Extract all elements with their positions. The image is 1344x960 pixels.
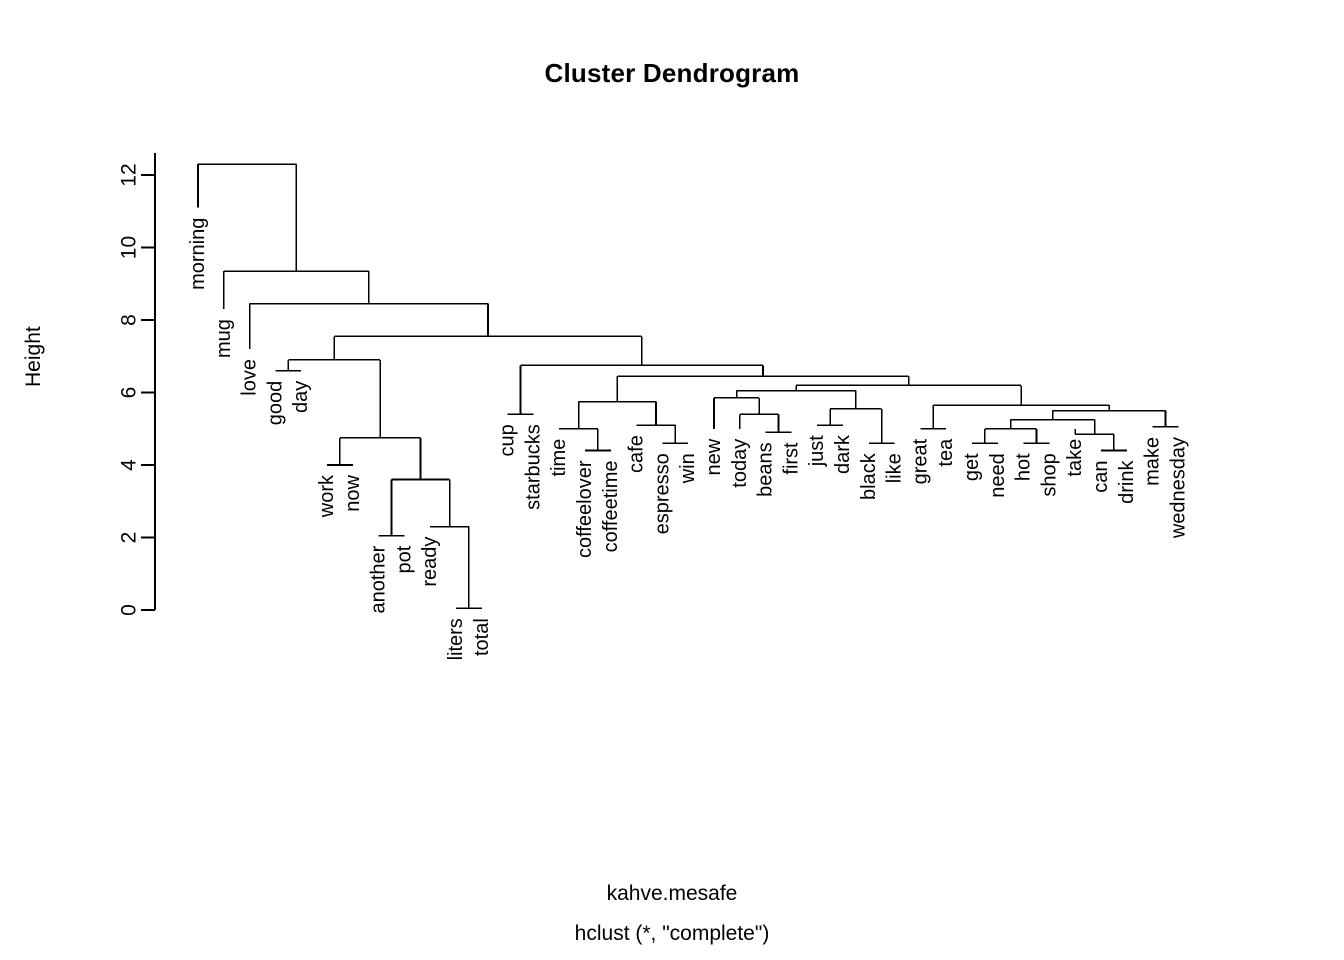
- leaf-label: first: [780, 442, 802, 475]
- dendrogram-tree: [197, 163, 1179, 609]
- y-axis-tick-label: 4: [118, 459, 141, 471]
- y-axis-tick-label: 12: [118, 163, 141, 186]
- leaf-label: new: [703, 438, 725, 475]
- y-axis-tick-label: 0: [118, 604, 141, 616]
- leaf-label: get: [961, 453, 983, 481]
- leaf-label: tea: [935, 438, 957, 467]
- leaf-label: like: [884, 453, 906, 483]
- leaf-label: love: [239, 359, 261, 396]
- leaf-label: just: [806, 435, 828, 468]
- leaf-label: dark: [832, 434, 854, 474]
- leaf-label: shop: [1038, 453, 1060, 496]
- leaf-label: starbucks: [522, 424, 544, 510]
- leaf-label: cup: [497, 424, 519, 456]
- leaf-label: ready: [419, 537, 441, 587]
- leaf-label: win: [677, 453, 699, 484]
- leaf-label: work: [316, 474, 338, 518]
- leaf-label: pot: [393, 545, 415, 573]
- leaf-label: beans: [755, 442, 777, 497]
- leaf-label: black: [858, 452, 880, 500]
- leaf-label: time: [548, 439, 570, 477]
- y-axis-tick-label: 8: [118, 314, 141, 326]
- leaf-label: wednesday: [1167, 437, 1189, 539]
- leaf-label: need: [987, 453, 1009, 498]
- leaf-label: coffeetime: [600, 461, 622, 553]
- leaf-label: can: [1090, 461, 1112, 493]
- leaf-label: today: [729, 439, 751, 488]
- leaf-label: espresso: [651, 453, 673, 534]
- leaf-label: great: [909, 438, 931, 484]
- leaf-label: day: [290, 381, 312, 413]
- leaf-label: take: [1064, 439, 1086, 477]
- y-axis-tick-label: 10: [118, 236, 141, 259]
- footer-dataset-label: kahve.mesafe: [606, 882, 738, 905]
- leaf-label: morning: [187, 218, 209, 290]
- y-axis-tick-label: 2: [118, 532, 141, 544]
- y-axis-tick-label: 6: [118, 387, 141, 399]
- leaf-label: drink: [1116, 460, 1138, 504]
- leaf-label: cafe: [626, 435, 648, 473]
- leaf-label: another: [368, 545, 390, 613]
- leaf-label: liters: [445, 618, 467, 660]
- leaf-label: make: [1142, 437, 1164, 486]
- leaf-label: good: [264, 381, 286, 426]
- leaf-label: mug: [213, 319, 235, 358]
- leaf-label: now: [342, 474, 364, 511]
- leaf-label: total: [471, 618, 493, 656]
- page-title: Cluster Dendrogram: [544, 58, 800, 88]
- leaf-label: coffeelover: [574, 460, 596, 558]
- y-axis: 0 2 4 6 8 10 12: [118, 153, 156, 616]
- leaf-label: hot: [1013, 453, 1035, 481]
- footer-method-label: hclust (*, "complete"): [574, 922, 770, 945]
